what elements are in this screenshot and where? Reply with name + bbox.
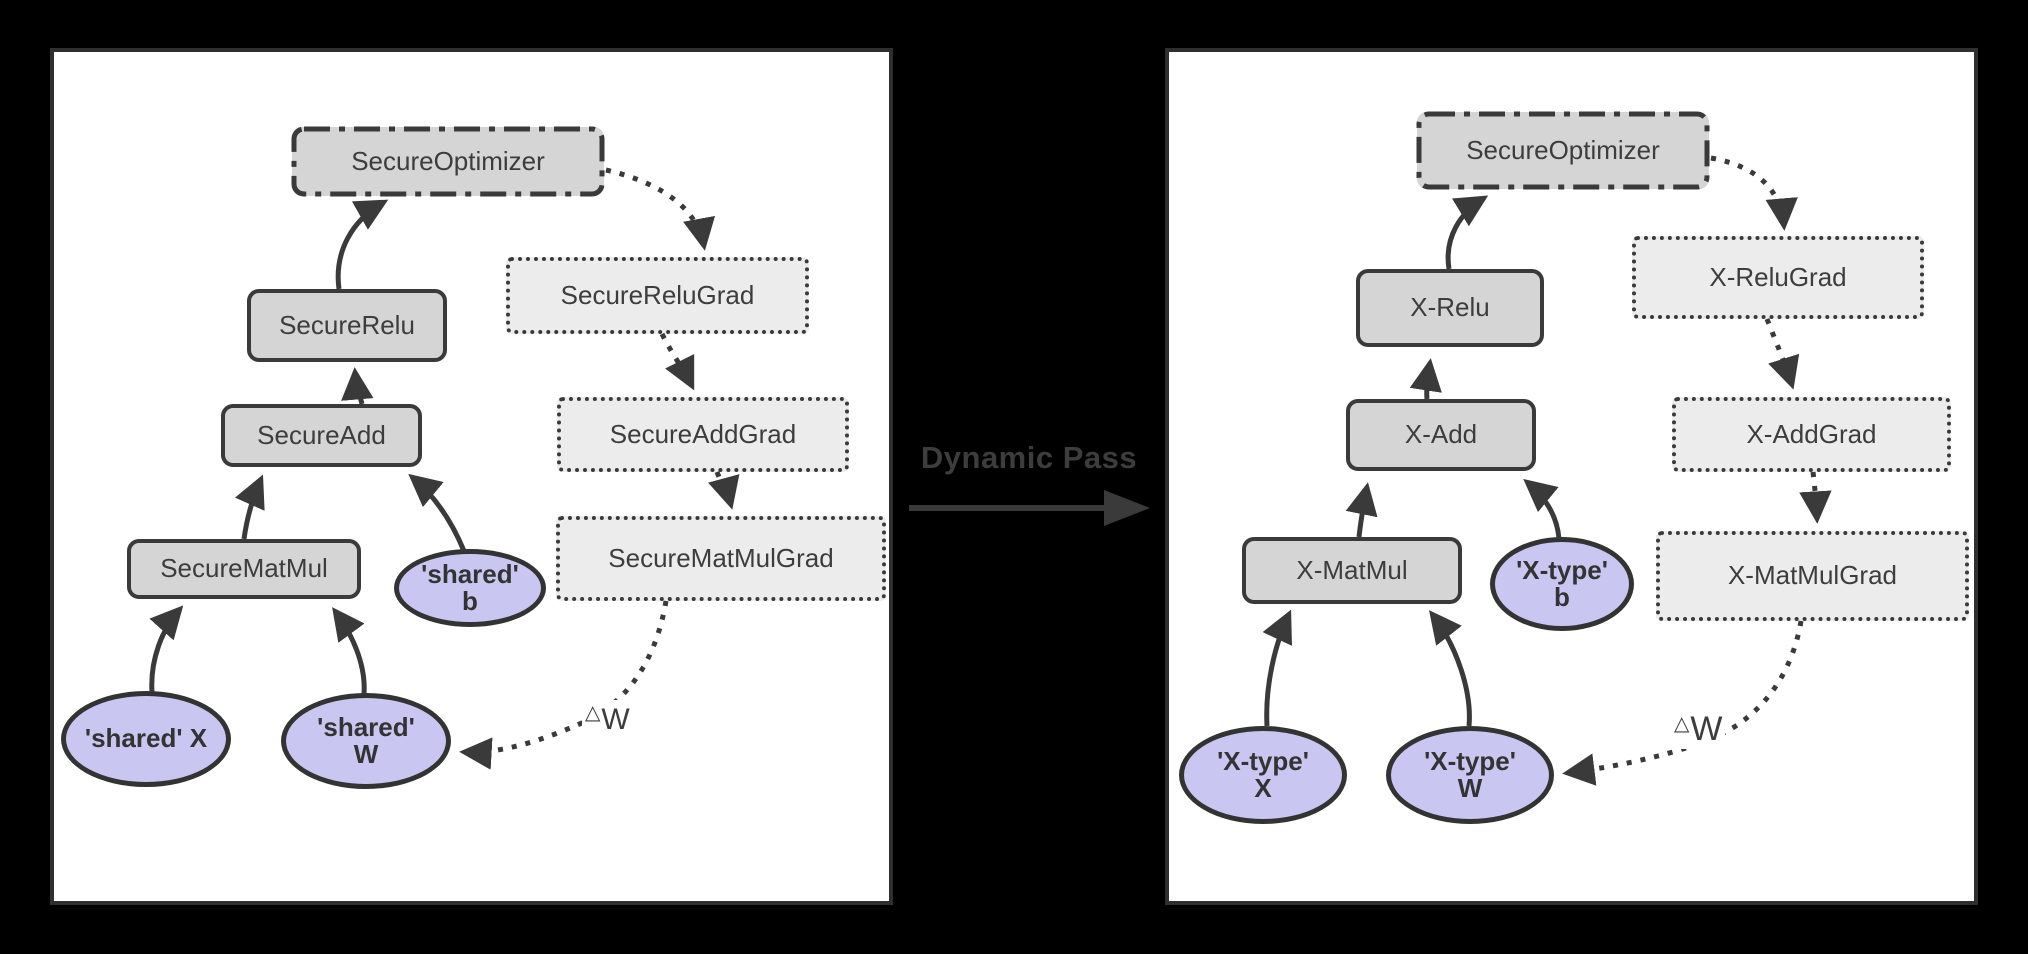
dynamic-pass-label: Dynamic Pass xyxy=(920,440,1138,475)
node-secure-optimizer: SecureOptimizer xyxy=(292,127,604,196)
node-secure-relu: SecureRelu xyxy=(247,289,447,362)
node-shared-b: 'shared' b xyxy=(394,549,546,627)
edge-b-to-add xyxy=(1523,478,1562,540)
edge-optimizer-to-relugrad xyxy=(1710,155,1798,231)
edge-optimizer-to-relugrad xyxy=(605,167,716,251)
node-label: SecureRelu xyxy=(279,309,415,340)
node-secure-matmul-grad: SecureMatMulGrad xyxy=(556,516,886,601)
edge-matmul-to-add xyxy=(234,474,265,540)
dynamic-pass-arrow xyxy=(909,490,1150,526)
node-label: X-ReluGrad xyxy=(1709,261,1847,292)
node-label: SecureAddGrad xyxy=(609,418,797,449)
edge-b-to-add xyxy=(408,473,467,552)
delta-triangle-glyph: △ xyxy=(1674,713,1690,735)
node-secure-matmul: SecureMatMul xyxy=(127,539,361,599)
edge-x-to-matmul xyxy=(149,605,184,693)
node-label-line1: 'shared' xyxy=(421,558,519,589)
delta-w-letter: W xyxy=(1690,710,1723,748)
edge-w-to-matmul xyxy=(1429,610,1472,727)
node-x-add: X-Add xyxy=(1346,399,1536,471)
right-graph-panel: SecureOptimizer X-Relu X-Add X-MatMul X-… xyxy=(1165,48,1978,905)
edge-w-to-matmul xyxy=(332,607,367,695)
dynamic-pass-transition: Dynamic Pass xyxy=(897,440,1161,560)
node-label-line1: 'X-type' xyxy=(1516,554,1608,585)
node-secure-add-grad: SecureAddGrad xyxy=(557,397,849,472)
edge-addgrad-to-matmulgrad xyxy=(1799,471,1832,524)
node-xtype-x: 'X-type' X xyxy=(1179,726,1347,824)
node-label: 'shared' X xyxy=(84,723,208,754)
edge-relugrad-to-addgrad xyxy=(1764,318,1800,390)
node-label: X-AddGrad xyxy=(1746,418,1877,449)
node-label: X-MatMulGrad xyxy=(1727,560,1898,591)
edge-add-to-relu xyxy=(341,367,374,405)
node-label-line2: b xyxy=(462,586,478,616)
node-label: SecureOptimizer xyxy=(1466,134,1660,165)
edge-matmulgrad-to-w xyxy=(1562,620,1804,786)
edge-relu-to-optimizer xyxy=(1445,195,1489,270)
edge-relugrad-to-addgrad xyxy=(659,332,695,391)
node-xtype-b: 'X-type' b xyxy=(1490,537,1634,631)
node-x-matmul: X-MatMul xyxy=(1242,537,1462,604)
node-label-line1: 'X-type' xyxy=(1217,745,1309,776)
delta-w-letter: W xyxy=(601,703,630,736)
node-label-line2: X xyxy=(1254,773,1272,803)
node-label: X-MatMul xyxy=(1296,554,1408,585)
node-shared-x: 'shared' X xyxy=(61,691,231,787)
node-x-relu: X-Relu xyxy=(1356,269,1544,347)
node-label: SecureReluGrad xyxy=(560,279,755,310)
node-label: SecureOptimizer xyxy=(351,145,545,176)
node-x-relu-grad: X-ReluGrad xyxy=(1632,236,1924,319)
node-label-line2: W xyxy=(353,739,379,769)
delta-w-label: △W xyxy=(1671,710,1726,749)
node-label-line2: b xyxy=(1554,582,1570,612)
node-label: X-Add xyxy=(1404,419,1478,450)
delta-w-label: △W xyxy=(582,700,633,737)
edge-add-to-relu xyxy=(1409,358,1442,400)
edge-matmul-to-add xyxy=(1345,482,1378,538)
node-label: SecureMatMul xyxy=(160,553,328,584)
node-label: SecureMatMulGrad xyxy=(608,542,834,573)
edge-x-to-matmul xyxy=(1262,609,1292,727)
edge-relu-to-optimizer xyxy=(335,199,389,290)
node-xtype-w: 'X-type' W xyxy=(1386,726,1554,824)
node-label: X-Relu xyxy=(1410,292,1490,323)
node-x-matmul-grad: X-MatMulGrad xyxy=(1656,531,1969,621)
node-label: SecureAdd xyxy=(257,419,386,450)
node-x-add-grad: X-AddGrad xyxy=(1672,397,1951,472)
arrow-head xyxy=(1104,490,1150,526)
node-label-line1: 'shared' xyxy=(317,711,415,742)
node-secure-optimizer: SecureOptimizer xyxy=(1417,112,1709,189)
delta-triangle-glyph: △ xyxy=(585,702,601,724)
node-label-line1: 'X-type' xyxy=(1424,745,1516,776)
node-shared-w: 'shared' W xyxy=(281,693,451,789)
node-label-line2: W xyxy=(1457,773,1483,803)
left-graph-panel: SecureOptimizer SecureRelu SecureAdd Sec… xyxy=(50,48,893,905)
edge-addgrad-to-matmulgrad xyxy=(708,471,740,510)
node-secure-add: SecureAdd xyxy=(221,404,422,467)
node-secure-relu-grad: SecureReluGrad xyxy=(506,257,809,334)
